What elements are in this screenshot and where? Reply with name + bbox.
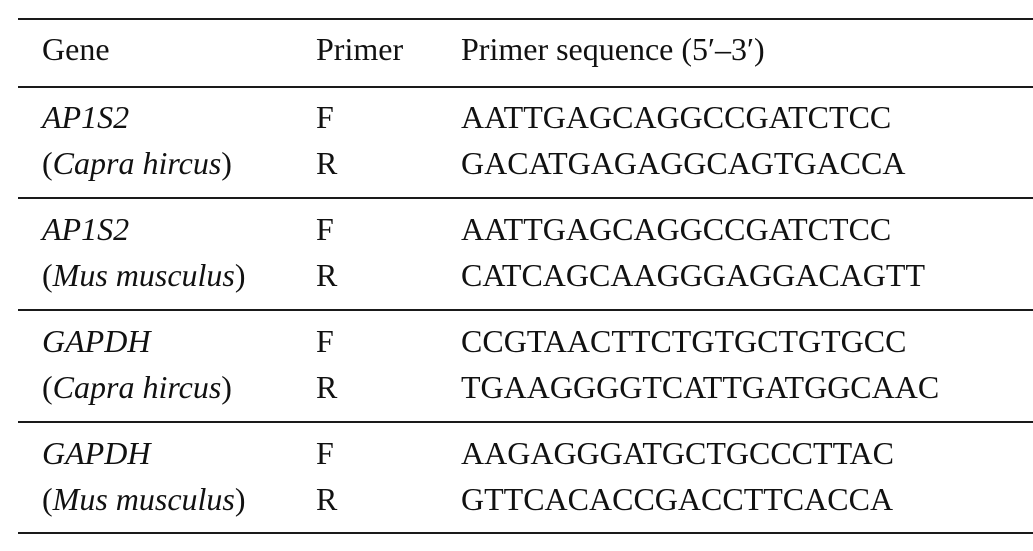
primer-direction: F [316,99,334,135]
bottom-rule [18,532,1033,534]
primer-sequence: CCGTAACTTCTGTGCTGTGCC [461,323,907,359]
header-primer: Primer [316,31,404,67]
species-text: Mus musculus [52,481,235,517]
species-name: (Capra hircus) [42,146,232,180]
gene-name: GAPDH [42,435,151,471]
species-text: Mus musculus [52,257,235,293]
gene-name: AP1S2 [42,99,130,135]
open-paren: ( [42,257,53,293]
top-rule [18,18,1033,20]
primer-direction: R [316,145,338,181]
open-paren: ( [42,481,53,517]
primer-sequence: AAGAGGGATGCTGCCCTTAC [461,435,894,471]
species-name: (Capra hircus) [42,370,232,404]
close-paren: ) [221,145,232,181]
primer-sequence: AATTGAGCAGGCCGATCTCC [461,99,892,135]
close-paren: ) [221,369,232,405]
species-name: (Mus musculus) [42,482,246,516]
primer-direction: F [316,323,334,359]
gene-name: GAPDH [42,323,151,359]
primer-direction: R [316,369,338,405]
primer-direction: F [316,211,334,247]
primer-direction: R [316,257,338,293]
close-paren: ) [234,481,246,517]
primer-direction: R [316,481,338,517]
close-paren: ) [234,257,246,293]
header-sequence: Primer sequence (5′–3′) [461,31,765,67]
species-text: Capra hircus [52,145,222,181]
primer-sequence: AATTGAGCAGGCCGATCTCC [461,211,892,247]
open-paren: ( [42,145,53,181]
primer-sequence: TGAAGGGGTCATTGATGGCAAC [461,369,940,405]
group-divider [18,421,1033,423]
primer-sequence: CATCAGCAAGGGAGGACAGTT [461,257,925,293]
gene-name: AP1S2 [42,211,130,247]
header-rule [18,86,1033,88]
species-name: (Mus musculus) [42,258,246,292]
group-divider [18,197,1033,199]
primer-direction: F [316,435,334,471]
header-gene: Gene [42,31,110,67]
primer-sequence: GACATGAGAGGCAGTGACCA [461,145,906,181]
primer-sequence: GTTCACACCGACCTTCACCA [461,481,894,517]
open-paren: ( [42,369,53,405]
species-text: Capra hircus [52,369,222,405]
group-divider [18,309,1033,311]
